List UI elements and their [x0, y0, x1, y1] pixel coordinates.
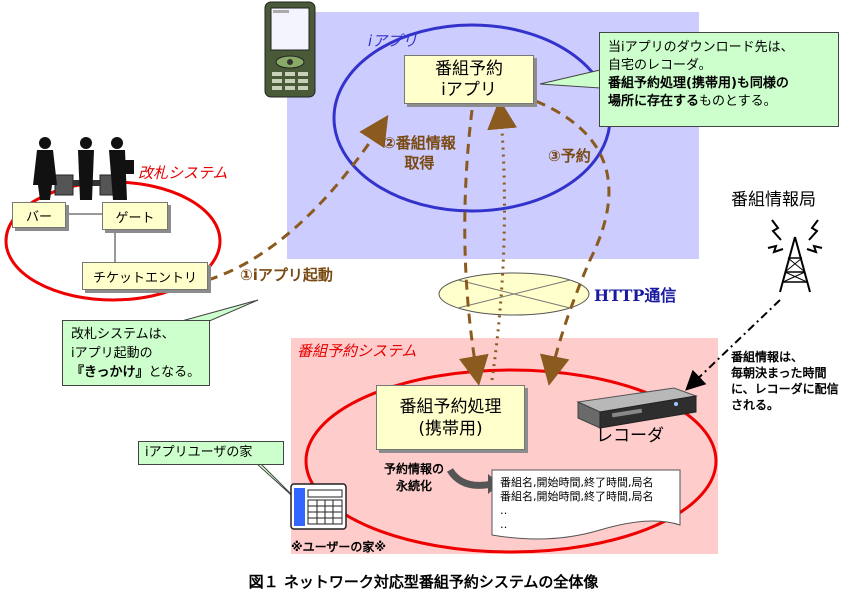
step1-arrow: [207, 114, 389, 282]
step2-arrow-down: [459, 109, 489, 386]
iappli-box: 番組予約 iアプリ: [404, 55, 534, 104]
broadcaster-label: 番組情報局: [731, 190, 816, 210]
http-label: HTTP通信: [594, 286, 677, 305]
gate-box: ゲート: [102, 202, 168, 230]
record-line: ‥: [500, 518, 508, 531]
processing-box-line1: 番組予約処理: [399, 396, 502, 417]
download-callout-line1: 当iアプリのダウンロード先は、: [608, 40, 794, 55]
download-callout-line3: 番組予約処理(携帯用)も同様の: [608, 76, 789, 91]
gate-people-icon: [33, 137, 134, 200]
step1-label: ①iアプリ起動: [240, 266, 333, 284]
broadcast-note: 番組情報は、 毎朝決まった時間 に、レコーダに配信 される。: [731, 349, 839, 413]
persist-arrow: [446, 468, 493, 489]
download-callout: 当iアプリのダウンロード先は、 自宅のレコーダ。 番組予約処理(携帯用)も同様の…: [599, 32, 839, 127]
user-home-label: iアプリユーザの家: [138, 441, 284, 465]
gate-callout-line2: iアプリ起動の: [71, 346, 153, 361]
persist-label-line2: 永続化: [396, 479, 433, 493]
processing-box: 番組予約処理 (携帯用): [376, 385, 525, 450]
gate-callout-line3-rest: となる。: [148, 365, 201, 380]
figure-caption: 図１ ネットワーク対応型番組予約システムの全体像: [248, 573, 599, 591]
step3-label: ③予約: [548, 147, 591, 165]
reservation-region-title: 番組予約システム: [297, 342, 417, 360]
persist-label-line1: 予約情報の: [384, 462, 445, 476]
gate-callout-line1: 改札システムは、: [71, 327, 175, 342]
step2-label-line1: ②番組情報: [383, 134, 456, 152]
recorder-label: レコーダ: [596, 426, 664, 446]
processing-box-line2: (携帯用): [418, 418, 483, 439]
gate-system-title: 改札システム: [138, 164, 228, 182]
step3-arrow: [519, 93, 611, 386]
broadcast-note-line4: される。: [731, 398, 780, 412]
record-document: [491, 469, 681, 540]
download-callout-line4-bold: 場所に存在する: [608, 94, 700, 109]
step2-arrow-up: [487, 99, 518, 381]
record-line: 番組名,開始時間,終了時間,局名: [500, 476, 654, 489]
step2-label: ②番組情報 取得: [383, 133, 456, 173]
iappli-box-line1: 番組予約: [435, 58, 503, 79]
mobile-phone-icon: [264, 1, 316, 98]
bar-box: バー: [12, 202, 66, 228]
record-line: ‥: [500, 504, 508, 517]
home-icon: [290, 483, 347, 530]
broadcast-arrow: [685, 299, 781, 391]
http-ellipse: [438, 272, 590, 316]
broadcast-note-line1: 番組情報は、: [731, 350, 804, 364]
record-line: 番組名,開始時間,終了時間,局名: [500, 490, 654, 503]
antenna-icon: [767, 219, 823, 293]
download-callout-line2: 自宅のレコーダ。: [608, 58, 712, 73]
download-callout-line4-rest: ものとする。: [699, 94, 777, 109]
broadcast-note-line2: 毎朝決まった時間: [731, 366, 827, 380]
gate-callout-line3-bold: 『きっかけ』: [71, 365, 149, 380]
gate-callout: 改札システムは、 iアプリ起動の 『きっかけ』となる。: [62, 320, 210, 386]
persist-label: 予約情報の 永続化: [384, 461, 444, 495]
recorder-icon: [576, 387, 698, 429]
ticket-entry-box: チケットエントリ: [82, 262, 208, 290]
iappli-region-title: iアプリ: [368, 32, 418, 50]
user-home-caption: ※ユーザーの家※: [291, 540, 387, 554]
broadcast-note-line3: に、レコーダに配信: [731, 382, 839, 396]
step2-label-line2: 取得: [404, 154, 435, 172]
iappli-box-line2: iアプリ: [441, 79, 497, 100]
record-list: 番組名,開始時間,終了時間,局名 番組名,開始時間,終了時間,局名 ‥ ‥: [500, 476, 654, 532]
reservation-ellipse: [304, 368, 718, 554]
